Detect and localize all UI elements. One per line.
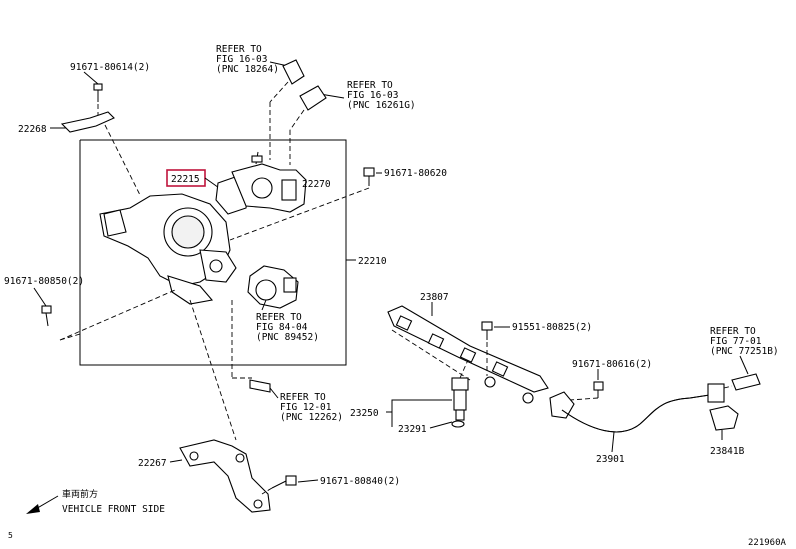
fuel-hose-23901 (549, 391, 717, 433)
label-22268[interactable]: 22268 (18, 124, 47, 135)
label-91671-80850[interactable]: 91671-80850(2) (4, 276, 84, 287)
label-refer-a-2: FIG 16-03 (216, 54, 267, 65)
bracket-22267 (179, 439, 271, 513)
label-refer-d-3: (PNC 77251B) (710, 346, 779, 357)
vehicle-front-arrow-icon (26, 495, 59, 514)
label-refer-d-2: FIG 77-01 (710, 336, 762, 347)
label-22215[interactable]: 22215 (171, 174, 200, 185)
bolt-91671-80840 (271, 475, 297, 489)
label-diagram-id: 221960A (748, 538, 787, 548)
bracket-22268 (60, 111, 115, 133)
label-refer-e-3: (PNC 12262) (280, 412, 343, 423)
hose-a (282, 59, 305, 85)
hose-b (299, 85, 327, 111)
label-refer-c-3: (PNC 89452) (256, 332, 319, 343)
clip-23841B (709, 405, 739, 440)
label-refer-d-1: REFER TO (710, 326, 756, 337)
label-91671-80620[interactable]: 91671-80620 (384, 168, 447, 179)
label-refer-c-1: REFER TO (256, 312, 302, 323)
connector-hose-end (707, 383, 725, 403)
label-22210[interactable]: 22210 (358, 256, 387, 267)
label-23250[interactable]: 23250 (350, 408, 379, 419)
bolt-91551-80825 (481, 321, 493, 340)
bolt-91671-80620 (363, 167, 375, 186)
label-refer-e-2: FIG 12-01 (280, 402, 332, 413)
valve-22270 (231, 151, 307, 213)
throttle-body-22210 (99, 193, 237, 305)
label-23291[interactable]: 23291 (398, 424, 427, 435)
label-22267[interactable]: 22267 (138, 458, 167, 469)
pipe-77251b (731, 373, 761, 391)
fuel-rail-23807 (387, 305, 549, 404)
label-23901[interactable]: 23901 (596, 454, 625, 465)
label-refer-e-1: REFER TO (280, 392, 326, 403)
bolt-91671-80614 (93, 83, 103, 102)
label-refer-b-3: (PNC 16261G) (347, 100, 416, 111)
label-91671-80840[interactable]: 91671-80840(2) (320, 476, 400, 487)
sensor-89452 (247, 265, 299, 309)
seal-23291 (451, 420, 465, 428)
bolt-91671-80850 (41, 305, 52, 327)
label-refer-a-1: REFER TO (216, 44, 262, 55)
pipe-12262 (249, 379, 271, 393)
label-refer-b-2: FIG 16-03 (347, 90, 398, 101)
label-23841B[interactable]: 23841B (710, 446, 745, 457)
label-refer-b-1: REFER TO (347, 80, 393, 91)
label-91671-80616[interactable]: 91671-80616(2) (572, 359, 652, 370)
label-front-cn: 車両前方 (62, 488, 98, 500)
label-91551-80825[interactable]: 91551-80825(2) (512, 322, 592, 333)
label-refer-a-3: (PNC 18264) (216, 64, 279, 75)
injector-23250 (451, 377, 469, 421)
bolt-91671-80616 (593, 381, 604, 398)
label-front-en: VEHICLE FRONT SIDE (62, 504, 165, 515)
label-91671-80614[interactable]: 91671-80614(2) (70, 62, 150, 73)
label-corner: 5 (8, 531, 13, 540)
label-refer-c-2: FIG 84-04 (256, 322, 308, 333)
label-22270[interactable]: 22270 (302, 179, 331, 190)
assembly-frame (79, 139, 347, 366)
label-23807[interactable]: 23807 (420, 292, 449, 303)
